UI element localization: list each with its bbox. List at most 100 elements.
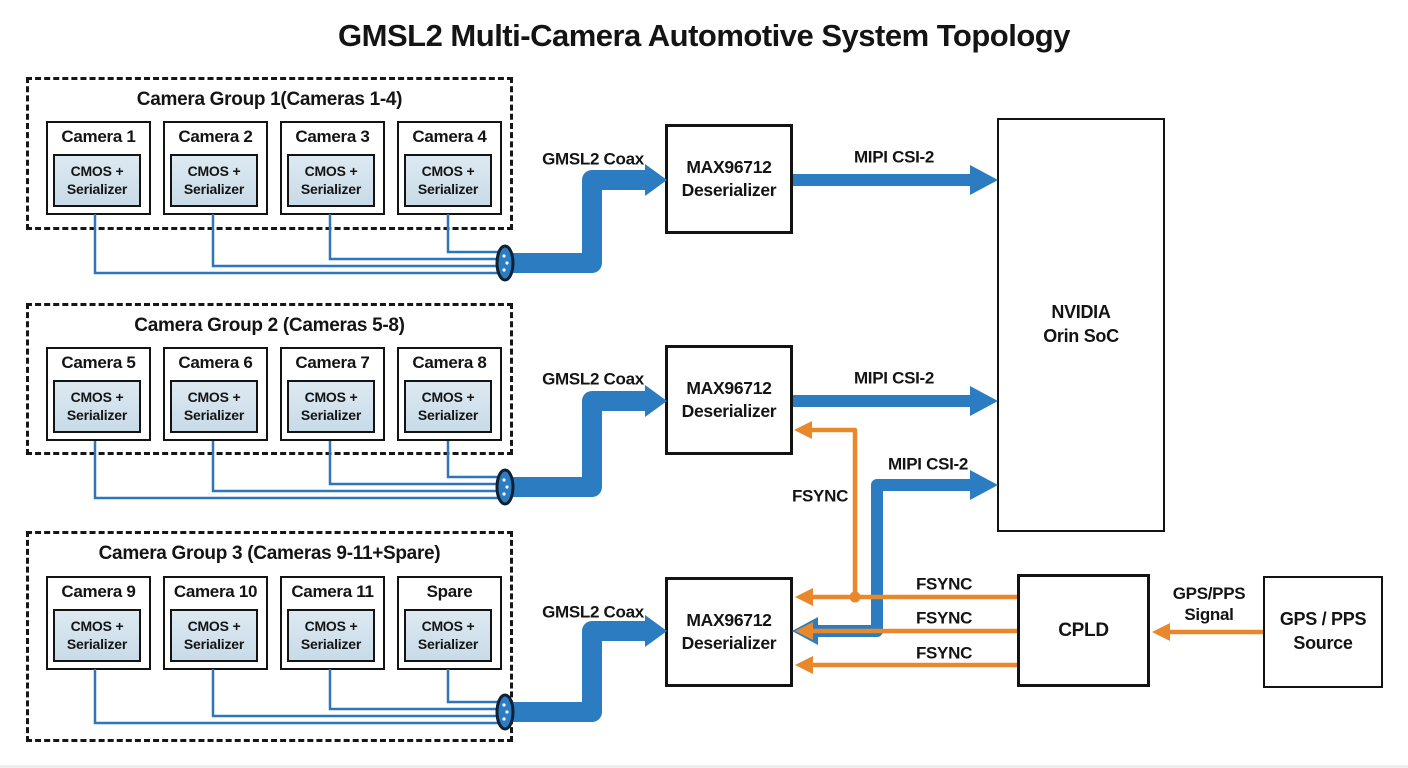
gmsl2-pipe-3-path: [506, 621, 645, 722]
camera-3-name: Camera 3: [295, 127, 370, 146]
camera-8-name: Camera 8: [412, 353, 487, 372]
mipi-2-arrowhead-icon: [970, 386, 998, 416]
camera-6-name: Camera 6: [178, 353, 253, 372]
camera-8-chip: CMOS + Serializer: [404, 380, 492, 433]
gmsl2-pipe-1-arrowhead-icon: [645, 164, 667, 196]
fsync-up-path: [812, 427, 858, 597]
camera-3-chip: CMOS + Serializer: [287, 154, 375, 207]
mipi-csi2-label-3: MIPI CSI-2: [887, 454, 969, 474]
camera-group-2: Camera Group 2 (Cameras 5-8) Camera 5 CM…: [26, 303, 513, 455]
deserializer-1-line1: MAX96712: [686, 156, 772, 177]
coax-strand-dot: [502, 268, 506, 272]
fsync-up-arrowhead-icon: [794, 421, 812, 439]
coax-strand-dot: [505, 485, 509, 489]
deserializer-3-line1: MAX96712: [686, 609, 772, 630]
camera-9-chip: CMOS + Serializer: [53, 609, 141, 662]
gmsl2-pipe-2-path: [506, 391, 645, 497]
camera-6-chip: CMOS + Serializer: [170, 380, 258, 433]
camera-1-name: Camera 1: [61, 127, 136, 146]
camera-4-box: Camera 4 CMOS + Serializer: [397, 121, 502, 215]
fsync-line-to-deserializer-2: [794, 421, 858, 597]
coax-connector-2-body: [495, 468, 515, 506]
gps-pps-signal-label: GPS/PPS Signal: [1173, 583, 1246, 626]
fsync-label-1: FSYNC: [915, 574, 973, 594]
camera-10-chip: CMOS + Serializer: [170, 609, 258, 662]
coax-connector-icon-2: [495, 468, 515, 506]
gps-pps-source-label: GPS / PPS Source: [1279, 608, 1367, 656]
gmsl2-coax-pipe-3: [506, 615, 667, 722]
soc-line2: Orin SoC: [1043, 326, 1119, 346]
mipi-csi2-arrow-2: [793, 386, 998, 416]
deserializer-1-line2: Deserializer: [681, 180, 777, 200]
camera-7-name: Camera 7: [295, 353, 370, 372]
camera-7-chip: CMOS + Serializer: [287, 380, 375, 433]
camera-9-box: Camera 9 CMOS + Serializer: [46, 576, 151, 670]
gps-line1: GPS / PPS: [1279, 609, 1367, 630]
coax-strand-dot: [502, 254, 506, 258]
gmsl2-pipe-3-arrowhead-icon: [645, 615, 667, 647]
fsync-line-3: [795, 656, 1017, 674]
gmsl2-coax-label-3: GMSL2 Coax: [542, 602, 644, 622]
camera-5-name: Camera 5: [61, 353, 136, 372]
soc-line1: NVIDIA: [1051, 302, 1111, 323]
camera-10-box: Camera 10 CMOS + Serializer: [163, 576, 268, 670]
mipi-3-back-arrowhead-icon: [792, 617, 818, 645]
camera-4-name: Camera 4: [412, 127, 487, 146]
nvidia-orin-soc-label: NVIDIA Orin SoC: [1043, 301, 1119, 349]
camera-5-box: Camera 5 CMOS + Serializer: [46, 347, 151, 441]
camera-7-box: Camera 7 CMOS + Serializer: [280, 347, 385, 441]
mipi-1-arrowhead-icon: [970, 165, 998, 195]
camera-6-box: Camera 6 CMOS + Serializer: [163, 347, 268, 441]
coax-strand-dot: [502, 478, 506, 482]
deserializer-2-line1: MAX96712: [686, 377, 772, 398]
gps-pps-source-box: GPS / PPS Source: [1263, 576, 1383, 688]
camera-3-box: Camera 3 CMOS + Serializer: [280, 121, 385, 215]
camera-group-1: Camera Group 1(Cameras 1-4) Camera 1 CMO…: [26, 77, 513, 230]
camera-11-name: Camera 11: [291, 582, 374, 601]
coax-strand-dot: [505, 261, 509, 265]
gps-line2: Source: [1293, 633, 1353, 653]
deserializer-2-label: MAX96712 Deserializer: [682, 377, 777, 423]
mipi-3-arrowhead-icon: [970, 470, 998, 500]
camera-11-box: Camera 11 CMOS + Serializer: [280, 576, 385, 670]
gmsl2-coax-label-1: GMSL2 Coax: [542, 149, 644, 169]
gps-signal-line1: GPS/PPS: [1172, 583, 1246, 603]
deserializer-1-box: MAX96712 Deserializer: [665, 124, 793, 234]
camera-group-3: Camera Group 3 (Cameras 9-11+Spare) Came…: [26, 531, 513, 742]
gps-signal-line2: Signal: [1184, 605, 1234, 624]
nvidia-orin-soc-box: NVIDIA Orin SoC: [997, 118, 1165, 532]
fsync-line-1: [795, 588, 1017, 606]
mipi-csi2-arrow-1: [793, 165, 998, 195]
deserializer-2-line2: Deserializer: [681, 401, 777, 421]
gps-signal-arrow: [1152, 623, 1263, 641]
fsync-label-up: FSYNC: [791, 486, 849, 506]
camera-group-2-title: Camera Group 2 (Cameras 5-8): [134, 315, 405, 336]
camera-2-box: Camera 2 CMOS + Serializer: [163, 121, 268, 215]
camera-4-chip: CMOS + Serializer: [404, 154, 492, 207]
camera-spare-name: Spare: [426, 582, 473, 601]
gmsl2-coax-pipe-2: [506, 385, 667, 497]
fsync-1-arrowhead-icon: [795, 588, 813, 606]
coax-connector-icon-1: [495, 244, 515, 282]
camera-group-1-title: Camera Group 1(Cameras 1-4): [136, 89, 403, 110]
coax-strand-dot: [502, 492, 506, 496]
camera-2-chip: CMOS + Serializer: [170, 154, 258, 207]
deserializer-3-box: MAX96712 Deserializer: [665, 577, 793, 687]
camera-9-name: Camera 9: [61, 582, 136, 601]
cpld-label: CPLD: [1058, 619, 1109, 641]
fsync-label-3: FSYNC: [915, 643, 973, 663]
coax-connector-1-body: [495, 244, 515, 282]
gmsl2-pipe-1-path: [506, 170, 645, 273]
bottom-edge-artifact: [0, 765, 1408, 768]
fsync-3-arrowhead-icon: [795, 656, 813, 674]
gmsl2-coax-pipe-1: [506, 164, 667, 273]
fsync-line-2: [795, 622, 1017, 640]
camera-5-chip: CMOS + Serializer: [53, 380, 141, 433]
deserializer-2-box: MAX96712 Deserializer: [665, 345, 793, 455]
camera-10-name: Camera 10: [173, 582, 258, 601]
camera-1-box: Camera 1 CMOS + Serializer: [46, 121, 151, 215]
fsync-label-2: FSYNC: [915, 608, 973, 628]
camera-1-chip: CMOS + Serializer: [53, 154, 141, 207]
fsync-junction-dot: [849, 591, 861, 603]
